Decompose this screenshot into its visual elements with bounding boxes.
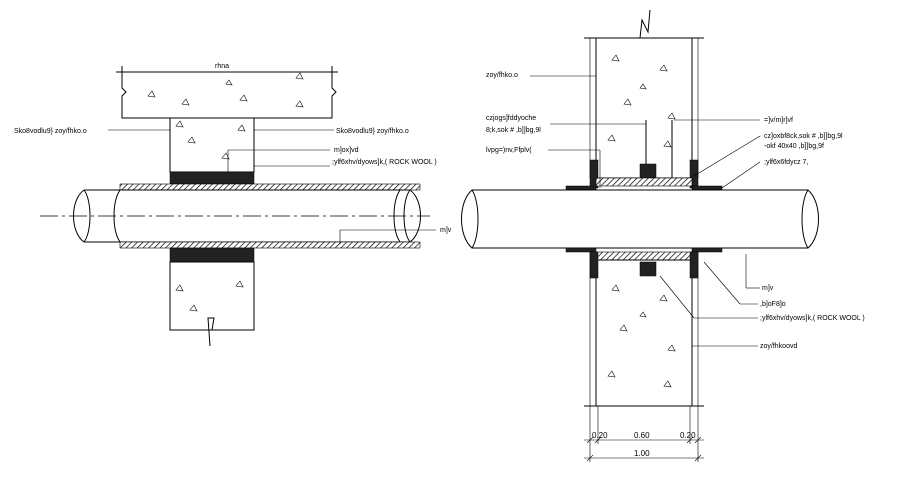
right-label-1a: czjogs]fddyoche (486, 115, 536, 122)
right-flange-bottom-right (691, 247, 723, 253)
left-pipe (40, 189, 430, 243)
right-wall-bottom-label: zoy/fhkoovd (760, 343, 797, 350)
left-insulation-label: ;ylf6xhv/dyows]k,( ROCK WOOL ) (332, 159, 437, 166)
left-detail: rhna (14, 63, 452, 347)
right-label-2: lvpg=)nv,Ffplv( (486, 147, 532, 154)
right-label-4a: cz]oxbf8ck,sok # ,b]]bg,9l (764, 133, 843, 140)
left-sleeve-top (119, 183, 421, 191)
slab-aggregate (147, 72, 304, 108)
right-flange-top-right (691, 185, 723, 191)
right-label-4b: -okf 40x40 ,b]]bg,9f (764, 143, 824, 150)
right-label-5: ;ylf6x6fdycz 7, (764, 159, 808, 166)
left-sleeve-bottom (119, 241, 421, 249)
right-upper-wall (584, 9, 704, 189)
left-slab: rhna (116, 63, 338, 119)
left-lower-wall (169, 261, 255, 347)
right-label-1b: 8;k,sok # ,b]]bg,9l (486, 127, 541, 134)
dim-total: 1.00 (634, 449, 650, 458)
left-wall-label-right: Sko8vodlu9} zoy/fhko.o (336, 128, 409, 135)
right-pipe (461, 189, 819, 249)
left-insulation-bottom (169, 247, 255, 263)
left-slab-label: rhna (215, 63, 229, 70)
right-lower-wall (584, 251, 704, 407)
left-wall-label-left: Sko8vodlu9} zoy/fhko.o (14, 128, 87, 135)
dim-mid: 0.60 (634, 431, 650, 440)
left-sleeve-label: m]ox]vd (334, 147, 359, 154)
right-flange-top-left (565, 185, 597, 191)
right-insulation-label: ;ylf6xhv/dyows]k,( ROCK WOOL ) (760, 315, 865, 322)
right-label-6: ,b]oF8]o (760, 301, 786, 308)
dim-left: 0.20 (592, 431, 608, 440)
left-upper-wall (169, 117, 255, 173)
right-wall-top-label: zoy/fhko.o (486, 72, 518, 79)
right-flange-bottom-left (565, 247, 597, 253)
right-pipe-label: m]v (762, 285, 774, 292)
right-sleeve-bottom (595, 251, 693, 261)
right-dimensions: 0.20 0.60 0.20 1.00 (584, 406, 704, 462)
right-label-3: =]v/m]r]vf (764, 117, 793, 124)
left-pipe-label: m]v (440, 227, 452, 234)
right-detail: zoy/fhko.o czjogs]fddyoche 8;k,sok # ,b]… (461, 9, 865, 462)
left-insulation-top (169, 171, 255, 185)
dim-right: 0.20 (680, 431, 696, 440)
right-sleeve-top (595, 177, 693, 187)
